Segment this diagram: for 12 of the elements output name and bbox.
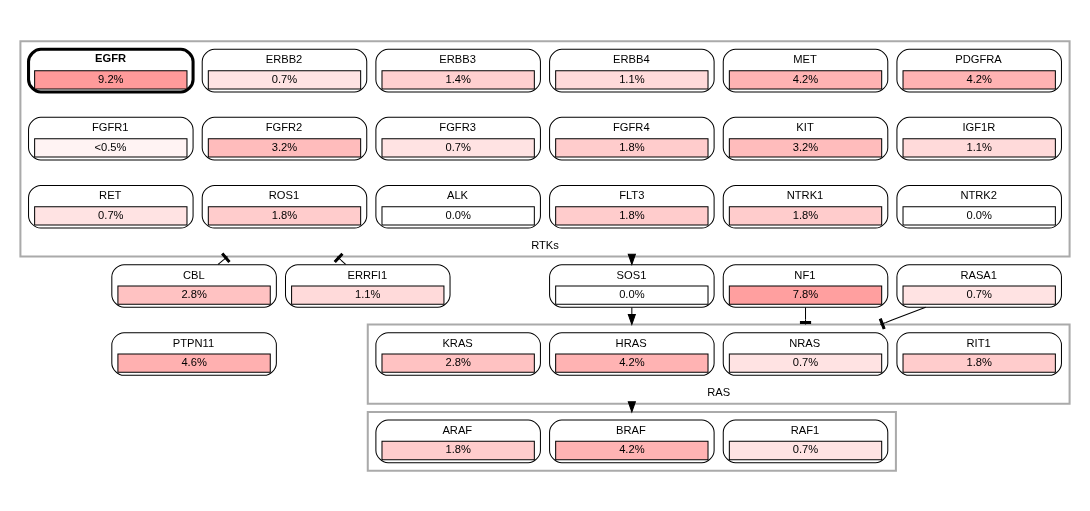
node-box: FGFR2 3.2% (201, 116, 368, 161)
cluster (366, 410, 897, 472)
connector (878, 306, 927, 330)
node-box: FGFR1 <0.5% (28, 116, 194, 161)
node-box: FGFR3 0.7% (375, 116, 541, 161)
node-box: FGFR4 1.8% (549, 116, 715, 161)
connector (799, 306, 812, 325)
connector (217, 252, 231, 265)
node-box: KIT 3.2% (722, 116, 889, 161)
node-box: IGF1R 1.1% (896, 116, 1062, 161)
node-box: EGFR 9.2% (27, 47, 195, 93)
connector (333, 252, 347, 265)
